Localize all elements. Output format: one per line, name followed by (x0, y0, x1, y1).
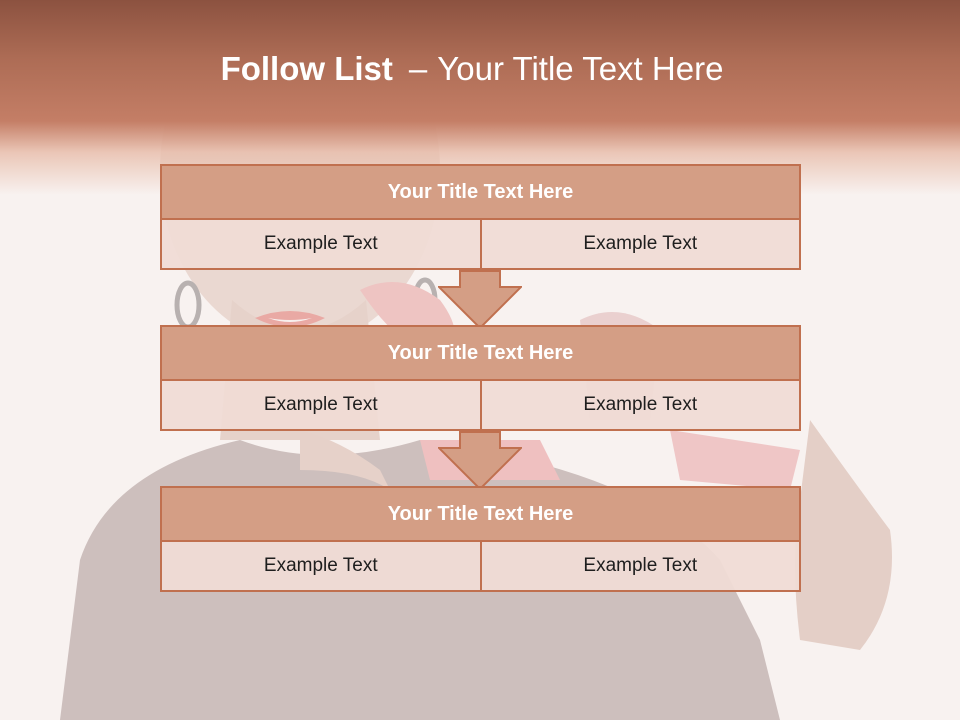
step-row: Example Text Example Text (160, 220, 801, 270)
slide-title: Follow List–Your Title Text Here (0, 50, 944, 88)
teeth-shape (268, 318, 312, 322)
love-letter-e (670, 430, 800, 490)
title-bold: Follow List (220, 50, 393, 87)
step-box: Your Title Text Here Example Text Exampl… (160, 164, 801, 270)
step-right-text: Example Text (479, 381, 800, 429)
title-rest: Your Title Text Here (437, 50, 724, 87)
down-arrow-icon (438, 431, 522, 491)
step-box: Your Title Text Here Example Text Exampl… (160, 325, 801, 431)
step-left-text: Example Text (263, 233, 378, 254)
step-title: Your Title Text Here (160, 164, 801, 220)
step-right-text: Example Text (479, 220, 800, 268)
step-title: Your Title Text Here (160, 325, 801, 381)
step-row: Example Text Example Text (160, 381, 801, 431)
step-left-text: Example Text (263, 555, 378, 576)
header-band (0, 0, 960, 195)
earring-left (174, 280, 202, 330)
hand-right (795, 420, 892, 650)
step-left-text: Example Text (263, 394, 378, 415)
step-row: Example Text Example Text (160, 542, 801, 592)
step-box: Your Title Text Here Example Text Exampl… (160, 486, 801, 592)
step-title: Your Title Text Here (160, 486, 801, 542)
step-right-text: Example Text (479, 542, 800, 590)
hand-left (300, 430, 390, 490)
down-arrow-icon (438, 270, 522, 330)
lips-shape (255, 311, 325, 327)
title-dash: – (408, 50, 428, 87)
